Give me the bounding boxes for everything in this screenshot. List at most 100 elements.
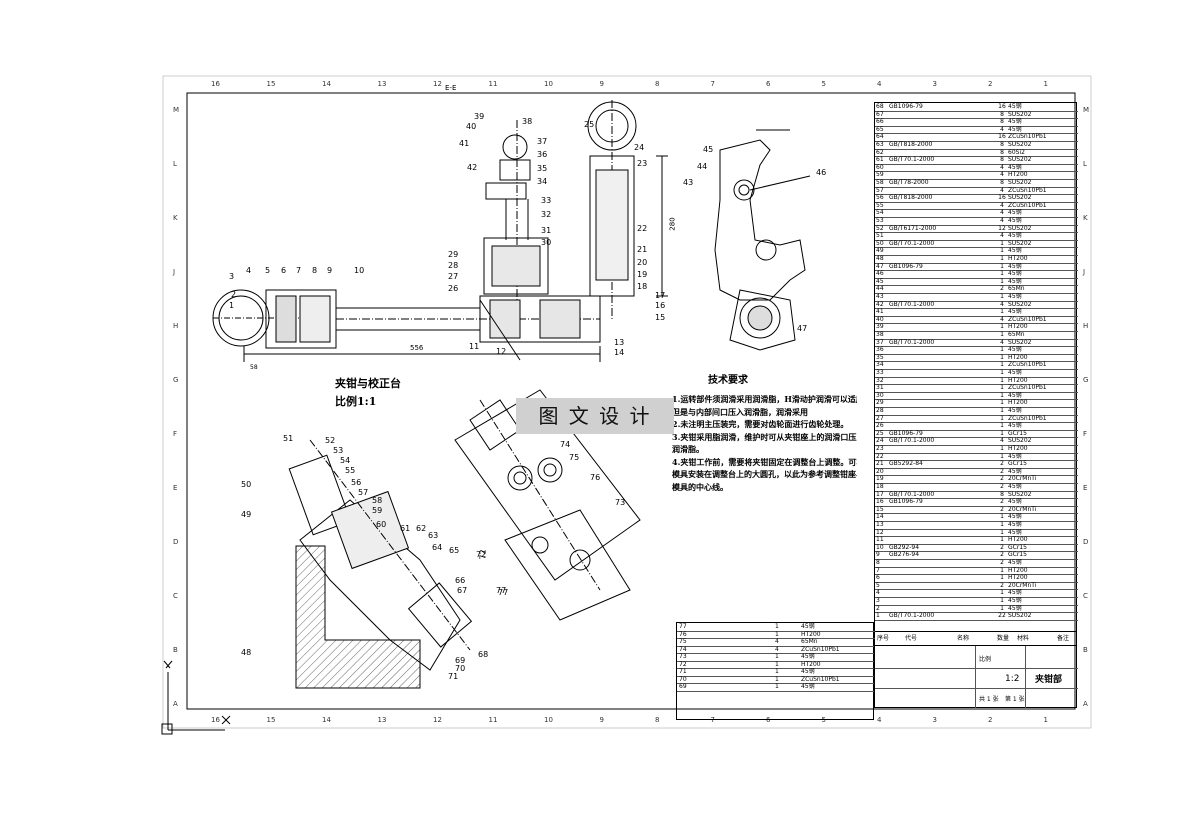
bom-cell-qty: 16 [998,103,1006,110]
bom-cell-qty: 8 [1000,118,1004,126]
bom-cell-mat: 45钢 [1008,277,1022,285]
bom-cell-mat: 45钢 [1008,125,1022,133]
bom-cell-qty: 22 [998,612,1006,620]
bom-cell-qty: 2 [1000,551,1004,559]
bom-cell-mat: SUS202 [1008,194,1032,202]
bom-cell-no: 26 [876,422,884,430]
bom-lower-no: 75 [679,638,687,645]
bom-cell-qty: 4 [1000,171,1004,179]
bom-lower-mat: ZCuSn10Pb1 [801,675,840,683]
bom-header-mat: 材料 [1017,635,1030,642]
bom-cell-no: 62 [876,148,884,156]
part-label-15: 15 [655,313,666,322]
part-label-72: 72 [476,550,487,559]
bom-lower-no: 70 [679,675,687,683]
bom-cell-no: 61 [876,156,884,164]
bom-cell-qty: 4 [1000,338,1004,346]
part-label-3: 3 [229,272,235,281]
bom-lower-mat: 45钢 [801,668,815,675]
top_zone_numbers-1: 1 [1043,80,1048,88]
bom-cell-qty: 2 [1000,498,1004,506]
bom-lower-no: 71 [679,668,687,675]
bom-cell-mat: HT200 [1008,445,1028,452]
bom-cell-mat: 45钢 [1008,308,1022,316]
title-block: 比例 1:2 夹钳部 共 1 张 第 1 张 [874,646,1078,708]
part-label-20: 20 [637,258,648,267]
bom-lower-mat: 45钢 [801,683,815,690]
bom-cell-mat: SUS202 [1008,224,1032,232]
bom-cell-qty: 1 [1000,574,1004,582]
part-label-35: 35 [537,164,548,173]
part-label-50: 50 [241,480,252,489]
bom-cell-mat: SUS202 [1008,141,1032,148]
bom-cell-qty: 8 [1000,490,1004,498]
bom-cell-qty: 4 [1000,186,1004,194]
bom-cell-qty: 1 [1000,323,1004,331]
bom-cell-qty: 16 [998,133,1006,141]
bom-cell-mat: HT200 [1008,566,1028,574]
bom-cell-qty: 1 [1000,262,1004,270]
bom-cell-code: GB/T78-2000 [889,179,929,186]
part-label-63: 63 [428,531,439,540]
right_zone_letters-J: J [1083,268,1086,276]
bottom_zone_numbers-2: 2 [988,716,993,724]
bom-header-code: 代号 [905,635,918,642]
top_zone_numbers-2: 2 [988,80,993,88]
part-label-13: 13 [614,338,625,347]
bom-cell-no: 11 [876,536,884,544]
bom-cell-mat: 45钢 [1008,597,1022,604]
top_zone_numbers-13: 13 [377,80,387,88]
bom-cell-qty: 2 [1000,467,1004,475]
bom-lower-qty: 1 [775,675,779,683]
top_zone_numbers-5: 5 [821,80,826,88]
bom-lower-qty: 1 [775,660,779,668]
left_zone_letters-L: L [173,160,177,168]
bom-cell-mat: 20CrMnTi [1008,475,1037,483]
bom-cell-no: 2 [876,604,880,612]
part-label-60: 60 [376,520,387,529]
bom-cell-mat: SUS202 [1008,490,1032,498]
bom-cell-mat: 45钢 [1008,483,1022,490]
part-label-77: 77 [498,588,509,597]
bom-cell-mat: ZCuSn10Pb1 [1008,384,1047,392]
part-label-59: 59 [372,506,383,515]
bom-cell-mat: 45钢 [1008,270,1022,278]
bom-cell-qty: 1 [1000,566,1004,574]
bom-lower-qty: 1 [775,668,779,675]
part-label-18: 18 [637,282,648,291]
bom-cell-mat: GCr15 [1008,543,1027,551]
bom-cell-no: 40 [876,315,884,323]
bom-cell-mat: 45钢 [1008,118,1022,126]
bom-cell-no: 37 [876,338,884,346]
bom-cell-qty: 4 [1000,209,1004,217]
bom-cell-no: 10 [876,543,884,551]
bom-cell-no: 19 [876,475,884,483]
bom-cell-no: 16 [876,498,884,506]
bom-cell-qty: 8 [1000,148,1004,156]
bom-cell-mat: HT200 [1008,536,1028,544]
bom-cell-code: GB/T70.1-2000 [889,300,935,308]
bom-cell-code: GB292-94 [889,543,920,551]
bom-cell-qty: 12 [998,224,1006,232]
bom-cell-mat: 45钢 [1008,422,1022,430]
bom-lower-mat: HT200 [801,660,821,668]
